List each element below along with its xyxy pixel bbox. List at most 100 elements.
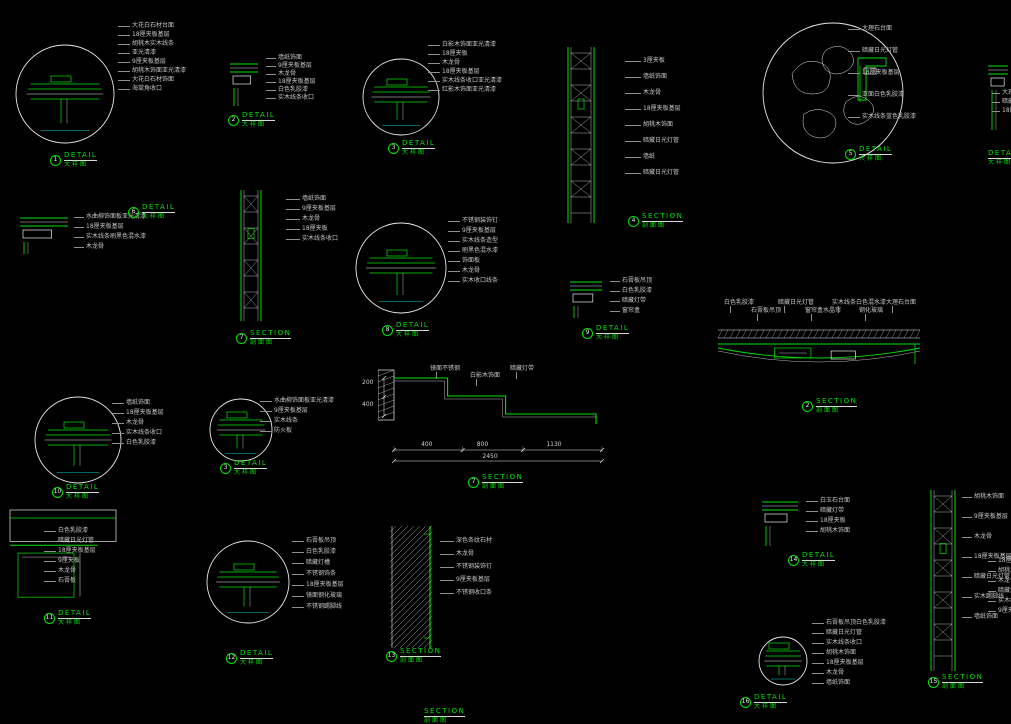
leader-line [625,124,641,126]
leader-line [440,553,454,555]
leader-line [962,576,972,578]
figure-label: 18厘夹板基层 [962,554,1011,560]
leader-line [448,240,460,242]
label-text: 暗藏灯槽 [306,559,331,566]
leader-line [806,530,818,532]
detail-kind-label: SECTION [642,212,684,222]
leader-line [74,216,84,218]
label-text: 18厘夹板 [1002,107,1011,114]
figure-label: 木龙骨 [266,71,296,77]
leader-line [992,110,1000,112]
leader-line [266,89,276,91]
detail-number: 11 [44,612,55,624]
figure-label: 不锈钢饰条 [292,571,336,577]
figure-label: 9厘夹板基层 [266,63,312,69]
leader-line [848,116,860,118]
label-text: 海棠角收口 [132,85,163,92]
detail-kind-label: DETAIL [802,551,836,561]
label-text: 墙纸饰面 [974,613,999,620]
figure-label: 18厘夹板 [992,108,1011,114]
figure-label: 水曲柳饰面板亚光清漆 [74,214,146,220]
label-text: 实木线条收口 [826,639,863,646]
label-text: 实木线条 [998,597,1011,604]
leader-line [118,25,130,27]
figure-label: 白影木饰面亚光清漆 [428,42,496,48]
figure-label: 18厘夹板基层 [266,79,316,85]
label-text: 18厘夹板基层 [826,659,864,666]
leader-line [516,372,517,379]
figure-label: 18厘夹板基层 [44,548,96,554]
figure-label: 不锈钢装饰钉 [448,218,498,224]
label-text: 暗藏日光灯管 [974,573,1011,580]
leader-line [476,379,477,386]
leader-line [625,108,641,110]
figure-label: 墙纸饰面 [812,680,850,686]
label-text: 白色乳胶漆 [278,86,309,93]
leader-line [806,510,818,512]
figure-label: 墙纸饰面 [112,400,150,406]
label-text: 实木线条刷黑色混水漆 [86,233,147,240]
detail-kind-label: DETAIL [242,111,276,121]
figure-circle [209,398,273,462]
figure-stripV [240,190,262,321]
figure-small [988,65,1008,130]
detail-subtitle: 剖面图 [482,483,507,490]
figure-small [570,281,602,318]
figure-label: 木龙骨 [286,216,320,222]
figure-label: 木龙骨 [74,244,104,250]
label-text: 木龙骨 [826,669,845,676]
label-text: 白影木饰面亚光清漆 [442,41,497,48]
leader-line [625,172,641,174]
label-text: 胡桃木实木线条 [132,40,175,47]
label-text: 白色乳胶漆 [58,527,89,534]
leader-line [812,662,824,664]
label-text: 亚面白色乳胶漆 [862,91,905,98]
figure-panel [9,509,117,598]
leader-line [610,300,620,302]
figure-label: 9厘夹板基层 [286,206,336,212]
label-text: 实木线条收口 [278,94,315,101]
figure-label: 红影木饰面亚光清漆 [428,87,496,93]
leader-line [812,632,824,634]
label-text: 饰面板 [462,257,481,264]
leader-line [74,236,84,238]
detail-number: 7 [236,332,247,344]
label-text: 暗藏日光灯管 [58,537,95,544]
detail-subtitle: 剖面图 [642,222,667,229]
label-text: 大理石台面 [886,299,917,306]
label-text: 实木线条蓝色乳胶漆 [862,113,917,120]
leader-line [448,260,460,262]
label-text: 石膏板吊顶 [751,307,782,314]
leader-line [988,590,996,592]
detail-number: 10 [52,486,63,498]
leader-line [428,44,440,46]
figure-label: 窗帘盒 [610,308,640,314]
detail-kind-label: DETAIL [142,203,176,213]
label-text: 深色条纹石材 [456,537,493,544]
figure-label: 18厘夹板 [286,226,328,232]
label-text: 白色乳胶漆 [306,548,337,555]
leader-line [428,53,440,55]
figure-label: 胡桃木饰面 [625,122,673,128]
leader-line [962,596,972,598]
label-text: 水曲柳饰面板亚光清漆 [86,213,147,220]
figure-label: 18厘夹板基层 [812,660,864,666]
figure-label: 不锈钢踢脚线 [292,604,342,610]
label-text: 白影木饰面 [470,372,501,379]
label-text: 9厘夹板 [998,607,1011,614]
label-text: 实木线条收口 [126,429,163,436]
figure-label: 18厘夹板基层 [112,410,164,416]
label-text: 防火板 [274,427,293,434]
detail-subtitle: 剖面图 [400,657,425,664]
label-text: 暗藏灯带 [622,297,647,304]
figure-label: 海棠角收口 [118,86,162,92]
figure-label: 18厘夹板基层 [74,224,124,230]
label-text: 暗藏灯带 [820,507,845,514]
figure-label: 暗藏灯带 [806,508,844,514]
figure-label: 大花白石材台面 [118,23,174,29]
